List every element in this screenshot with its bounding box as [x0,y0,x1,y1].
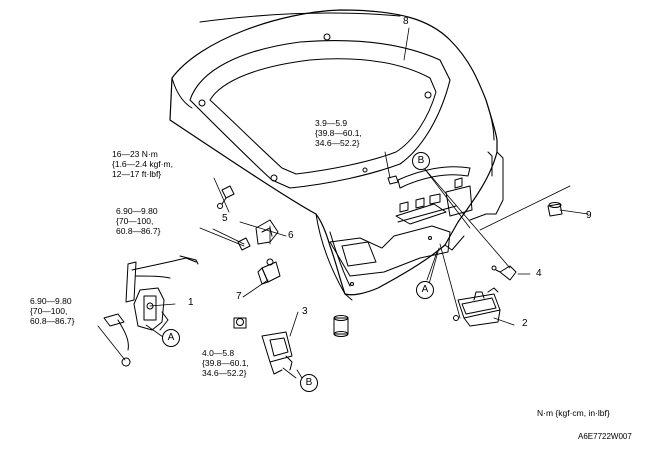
torque-spec-upper-left: 16—23 N·m {1.6—2.4 kgf·m, 12—17 ft·lbf} [112,149,173,179]
callout-8: 8 [403,16,409,27]
callout-9: 9 [586,210,592,221]
callout-6: 6 [288,230,294,241]
callout-1: 1 [188,297,194,308]
units-note: N·m {kgf·cm, in·lbf} [537,408,610,418]
rear-window [189,33,451,286]
liftgate-panel [169,9,504,301]
part2-handle [453,287,501,327]
callout-7: 7 [236,291,242,302]
part7-stopper [257,261,281,285]
part6-hinge [237,219,279,266]
part5-bolt [217,185,235,209]
part4-bolt [491,265,517,281]
torque-spec-mid-left: 6.90—9.80 {70—100, 60.8—86.7} [116,206,161,236]
figure-code: A6E7722W007 [578,432,632,441]
callout-2: 2 [522,318,528,329]
part3-actuator [233,317,293,375]
torque-spec-bottom: 4.0—5.8 {39.8—60.1, 34.6—52.2} [202,348,249,378]
torque-spec-top-center: 3.9—5.9 {39.8—60.1, 34.6—52.2} [315,118,362,148]
ref-b-upper: B [412,152,430,170]
callout-5: 5 [222,213,228,224]
ref-a-right: A [416,281,434,299]
part9-bumper [547,202,563,217]
torque-spec-lower-left: 6.90—9.80 {70—100, 60.8—86.7} [30,296,75,326]
callout-3: 3 [302,306,308,317]
ref-a-left: A [162,329,180,347]
part1-latch [103,255,199,367]
rubber-plug [333,315,349,337]
upper-bolt [387,175,399,185]
leader-lines [97,27,589,379]
callout-4: 4 [536,268,542,279]
ref-b-lower: B [300,374,318,392]
